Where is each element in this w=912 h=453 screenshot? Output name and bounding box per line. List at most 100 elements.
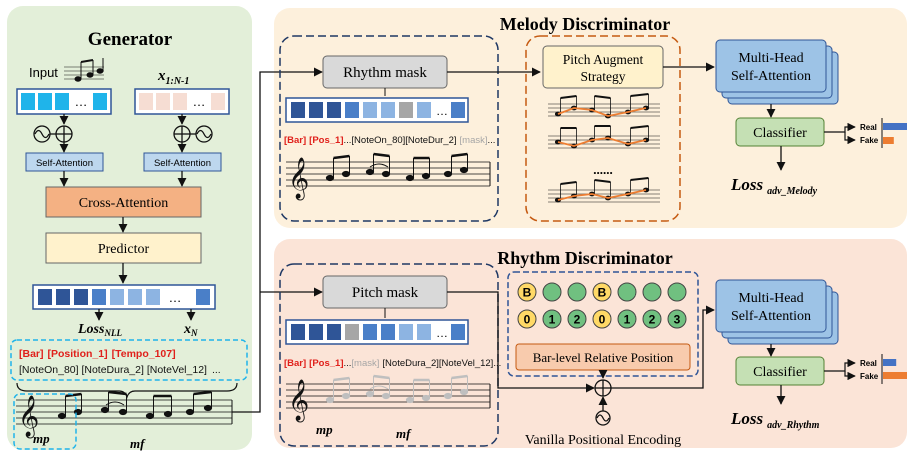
melody-fake-label: Fake [860,136,879,145]
positional-add-icon-left [33,125,73,143]
rhythm-tokens [291,324,465,340]
rhythm-fake-bar [883,372,907,379]
add-icon [594,379,612,397]
position-number-marker [642,309,662,329]
prev-tokens [139,93,225,110]
position-marker [567,282,587,302]
music-note-icon [64,58,104,82]
rhythm-score: 𝄞 [286,374,491,422]
cross-attention-box [45,186,202,218]
svg-text:𝄞: 𝄞 [288,379,309,422]
bar-marker-label: B [598,286,607,300]
position-number-label: 1 [549,313,556,327]
x-prev-label: x1:N-1 [157,68,189,87]
generator-title: Generator [88,29,173,50]
rhythm-token-ellipsis: … [436,326,448,340]
melody-real-bar [883,123,907,130]
pitch-augment-region [525,35,681,222]
position-number-label: 0 [524,313,531,327]
svg-text:𝄞: 𝄞 [18,395,39,438]
vanilla-pe-label: Vanilla Positional Encoding [525,433,681,448]
input-label: Input [29,65,58,80]
melody-mhsa-label-2: Self-Attention [731,69,811,84]
generator-token-line2: [NoteOn_80] [NoteDura_2] [NoteVel_12]... [19,364,221,376]
score-highlight [13,393,77,450]
rhythm-mhsa-label-1: Multi-Head [738,291,803,306]
melody-token-text: [Bar][Pos_1]...[NoteOn_80][NoteDur_2][ma… [284,135,495,146]
sine-icon [595,410,611,426]
predictor-box [45,232,202,264]
position-marker [667,282,687,302]
rhythm-title: Rhythm Discriminator [497,248,672,268]
rhythm-real-label: Real [860,359,877,368]
position-marker [617,282,637,302]
augment-curve-1 [557,107,647,117]
melody-tokens [291,102,465,118]
melody-classifier-label: Classifier [753,126,807,141]
gen-to-disc-arrow [232,67,323,413]
input-ellipsis: … [75,94,88,109]
generator-token-line1: [Bar][Position_1][Tempo_107] [19,348,176,360]
melody-mhsa-label-1: Multi-Head [738,51,803,66]
position-number-marker [617,309,637,329]
rhythm-classifier-label: Classifier [753,365,807,380]
svg-text:𝄞: 𝄞 [288,157,309,200]
prev-ellipsis: … [193,94,206,109]
add-to-rhythm-mhsa-arrow [611,305,715,389]
melody-mask-region [279,35,499,222]
melody-real-label: Real [860,123,877,132]
bar-marker [592,282,612,302]
position-number-marker [567,309,587,329]
pitch-mask-to-add-arrow [447,291,595,393]
position-number-marker [542,309,562,329]
melody-fake-bar [883,137,894,144]
generator-score: 𝄞 [16,390,233,438]
position-number-marker [592,309,612,329]
self-attention-label-right: Self-Attention [154,158,211,169]
input-tokens [21,93,107,110]
melody-token-ellipsis: … [436,104,448,118]
rhythm-mhsa-label-2: Self-Attention [731,309,811,324]
position-number-label: 3 [674,313,681,327]
position-marker [642,282,662,302]
rhythm-dyn-mf: mf [396,426,412,441]
position-number-marker [667,309,687,329]
rhythm-dyn-mp: mp [316,422,333,437]
output-ellipsis: … [169,290,182,305]
position-number-row: 0 1 2 0 1 2 3 [517,309,687,329]
augment-dots: ...... [593,162,613,177]
position-number-label: 2 [574,313,581,327]
augment-curve-3 [557,189,647,201]
gen-dyn-mf: mf [130,436,146,451]
melody-title: Melody Discriminator [500,14,670,34]
rhythm-mhsa-stack [715,279,839,345]
position-number-label: 0 [599,313,606,327]
pitch-augment-label-1: Pitch Augment [563,52,644,67]
rhythm-mask-label: Rhythm mask [343,65,427,81]
xn-label: xN [183,322,198,338]
position-marker [542,282,562,302]
rhythm-token-text: [Bar][Pos_1]...[mask][NoteDura_2][NoteVe… [284,358,501,369]
rhythm-classifier-to-fake [844,371,856,381]
melody-classifier-to-fake [844,132,856,145]
rhythm-classifier-to-real [824,358,856,372]
melody-mhsa-stack [715,39,839,105]
position-number-label: 1 [624,313,631,327]
pitch-augment-label-2: Strategy [581,69,626,84]
position-number-marker [517,309,537,329]
token-text-box [10,339,248,381]
gen-dyn-mp: mp [33,431,50,446]
augment-curve-2 [557,137,647,147]
cross-attention-label: Cross-Attention [79,196,168,211]
pitch-mask-label: Pitch mask [352,285,419,301]
rhythm-real-bar [883,359,897,366]
output-tokens [38,289,210,305]
loss-nll-label: LossNLL [77,322,122,338]
bar-relative-label: Bar-level Relative Position [533,350,674,365]
position-number-label: 2 [649,313,656,327]
melody-classifier-to-real [824,122,856,133]
